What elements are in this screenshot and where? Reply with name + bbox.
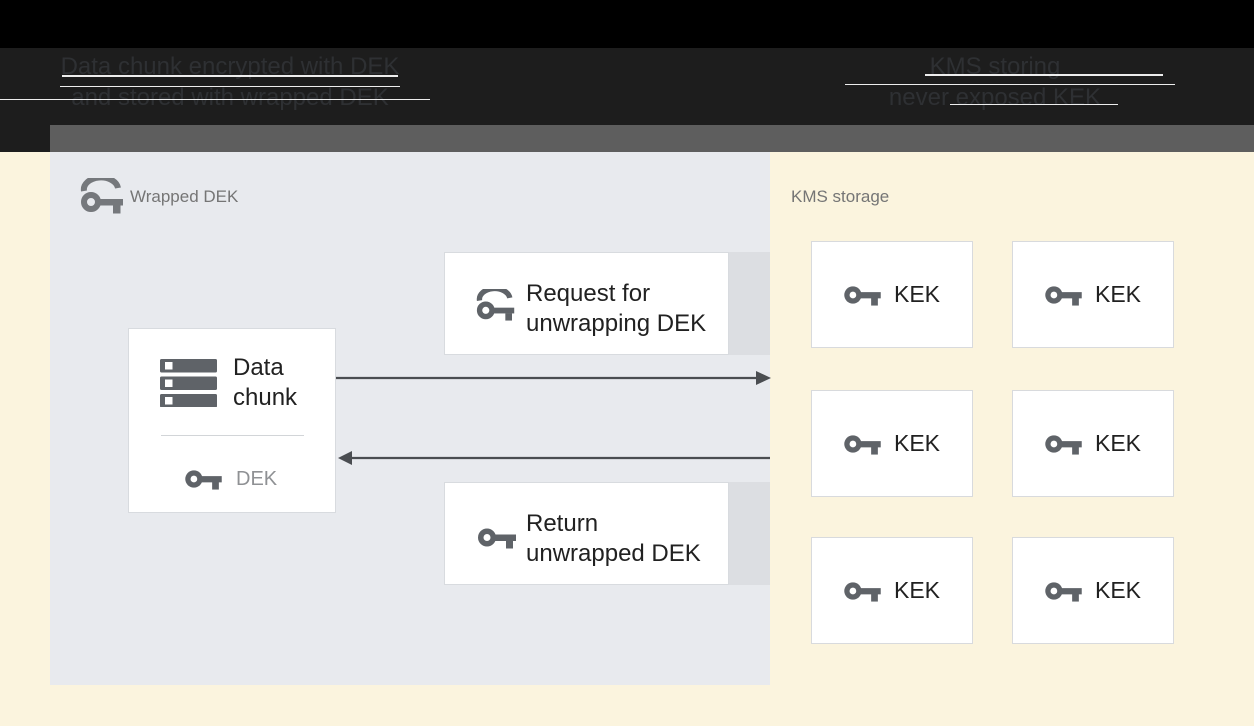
kek-box: KEK: [811, 241, 973, 348]
data-chunk-title-line1: Data: [233, 354, 284, 381]
render-artifact-line: [0, 99, 430, 100]
return-box-line1: Return: [526, 510, 599, 537]
kek-box: KEK: [1012, 537, 1174, 644]
return-box-tail: [729, 482, 770, 585]
key-icon: [1045, 283, 1082, 307]
kek-label: KEK: [893, 577, 941, 603]
render-artifact-line: [845, 84, 1175, 85]
wrapped-dek-label: Wrapped DEK: [130, 187, 239, 206]
header-notch: [0, 125, 50, 152]
dek-label: DEK: [236, 468, 278, 490]
kek-box: KEK: [1012, 241, 1174, 348]
return-unwrapped-dek-box: Return unwrapped DEK: [444, 482, 729, 585]
kms-storage-label: KMS storage: [791, 187, 890, 206]
render-artifact-line: [950, 104, 1118, 105]
kek-label: KEK: [1094, 281, 1142, 307]
wrapped-key-icon: [476, 289, 516, 321]
kek-label: KEK: [1094, 430, 1142, 456]
kek-label: KEK: [893, 281, 941, 307]
key-icon: [184, 467, 223, 491]
request-box-line1: Request for: [526, 280, 651, 307]
kek-label: KEK: [893, 430, 941, 456]
data-chunk-box: Data chunk DEK: [128, 328, 336, 513]
kek-box: KEK: [1012, 390, 1174, 497]
kek-label: KEK: [1094, 577, 1142, 603]
request-box-tail: [729, 252, 770, 355]
key-icon: [844, 432, 881, 456]
render-artifact-line: [62, 75, 398, 77]
kek-box: KEK: [811, 390, 973, 497]
data-chunk-title-line2: chunk: [233, 384, 298, 411]
request-box-line2: unwrapping DEK: [526, 310, 707, 337]
caption-left-line2: and stored with wrapped DEK: [71, 84, 389, 111]
key-icon: [844, 579, 881, 603]
key-icon: [1045, 432, 1082, 456]
key-icon: [844, 283, 881, 307]
storage-stack-icon: [160, 359, 217, 407]
key-icon: [478, 525, 516, 550]
caption-right-line2: never exposed KEK: [888, 84, 1102, 111]
request-unwrapping-dek-box: Request for unwrapping DEK: [444, 252, 729, 355]
gray-divider-band: [50, 125, 1254, 152]
data-chunk-divider: [161, 435, 304, 436]
header-area: Data chunk encrypted with DEK and stored…: [0, 0, 1254, 125]
wrapped-key-icon: [80, 178, 125, 214]
caption-right-line1: KMS storing: [929, 53, 1061, 80]
caption-left: Data chunk encrypted with DEK and stored…: [40, 51, 420, 113]
key-icon: [1045, 579, 1082, 603]
kek-box: KEK: [811, 537, 973, 644]
request-arrow-right: [336, 369, 772, 387]
return-arrow-left: [338, 449, 770, 467]
render-artifact-line: [925, 74, 1163, 76]
return-box-line2: unwrapped DEK: [526, 540, 701, 567]
render-artifact-line: [60, 86, 400, 87]
caption-left-line1: Data chunk encrypted with DEK: [60, 53, 400, 80]
